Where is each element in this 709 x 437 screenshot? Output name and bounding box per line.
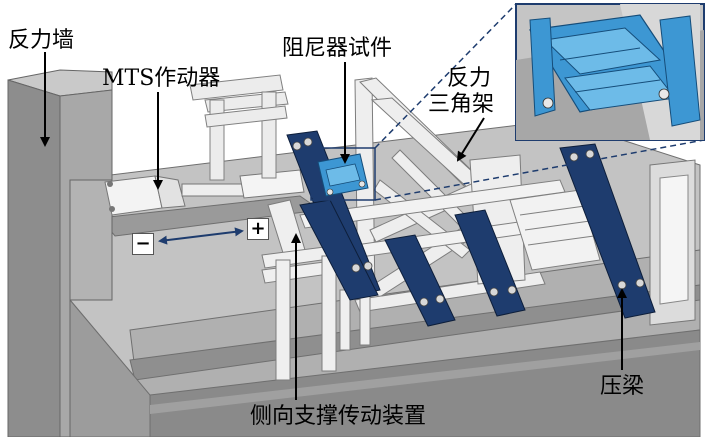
- base-bottom: [149, 329, 701, 437]
- label-press-beam: 压梁: [600, 374, 645, 399]
- damper-specimen: [317, 153, 369, 197]
- leader-arrows: [40, 52, 627, 400]
- label-damper-specimen: 阻尼器试件: [282, 36, 393, 61]
- minus-sign: −: [132, 233, 154, 255]
- arrow-reaction-triangle: [456, 117, 485, 162]
- mts-actuator: [104, 169, 305, 216]
- cross-beams: [299, 179, 601, 271]
- specimen-highlight-box: [310, 147, 376, 201]
- zoom-line-bottom: [374, 139, 705, 201]
- end-block: [649, 159, 696, 326]
- press-beams: [286, 130, 656, 327]
- label-reaction-triangle-2: 三角架: [428, 92, 495, 117]
- label-reaction-triangle-1: 反力: [447, 66, 492, 91]
- specimen-inset: [515, 3, 705, 141]
- back-guide-frame: [189, 74, 289, 181]
- beam-bolts: [292, 137, 645, 307]
- label-mts-actuator: MTS作动器: [102, 66, 221, 91]
- label-lateral-support: 侧向支撑传动装置: [250, 404, 427, 429]
- wall-front: [7, 79, 61, 437]
- reaction-wall: [7, 69, 113, 437]
- loading-direction-arrow: [158, 227, 244, 245]
- plus-sign: +: [247, 218, 269, 240]
- label-reaction-wall: 反力墙: [8, 28, 75, 53]
- zoom-line-top: [374, 3, 517, 149]
